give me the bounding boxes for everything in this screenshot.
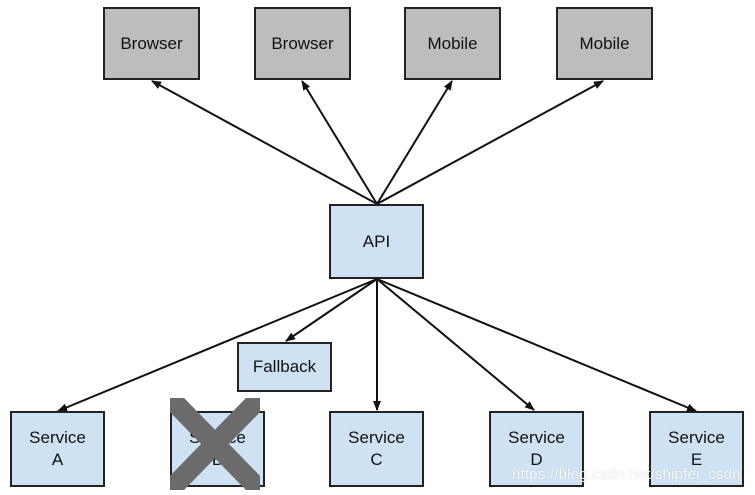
service-node-c: Service C [329, 411, 424, 487]
fallback-label: Fallback [252, 357, 317, 376]
arrow-api-to-service-a [57, 278, 378, 412]
client-node-mobile-1: Mobile [404, 7, 501, 80]
service-letter: C [370, 450, 383, 469]
service-node-e: Service E [649, 411, 744, 487]
service-name: Service [508, 428, 565, 447]
client-node-mobile-2: Mobile [556, 7, 653, 80]
service-node-d: Service D [489, 411, 584, 487]
client-label: Browser [120, 33, 183, 53]
service-name: Service [668, 428, 725, 447]
service-letter: D [530, 450, 543, 469]
watermark: https://blog.csdn.net/shipfei_csdn [512, 466, 741, 483]
client-node-browser-2: Browser [254, 7, 351, 80]
fallback-node: Fallback [237, 342, 332, 392]
client-label: Mobile [579, 33, 630, 53]
api-label: API [362, 231, 391, 251]
client-label: Mobile [427, 33, 478, 53]
arrow-api-to-browser-1 [151, 80, 378, 205]
arrow-api-to-service-e [376, 278, 697, 412]
arrow-api-to-service-d [376, 278, 535, 411]
arrow-api-to-mobile-2 [376, 80, 604, 205]
service-name: Service [348, 428, 405, 447]
api-node: API [329, 204, 424, 279]
arrow-api-to-browser-2 [301, 80, 378, 205]
service-letter: E [690, 450, 703, 469]
service-node-a: Service A [10, 411, 105, 487]
service-name: Service [29, 428, 86, 447]
client-label: Browser [271, 33, 334, 53]
service-letter: A [51, 450, 64, 469]
client-node-browser-1: Browser [103, 7, 200, 80]
failure-x-icon [170, 398, 260, 490]
arrow-api-to-fallback [285, 278, 378, 342]
arrow-api-to-mobile-1 [376, 80, 453, 205]
